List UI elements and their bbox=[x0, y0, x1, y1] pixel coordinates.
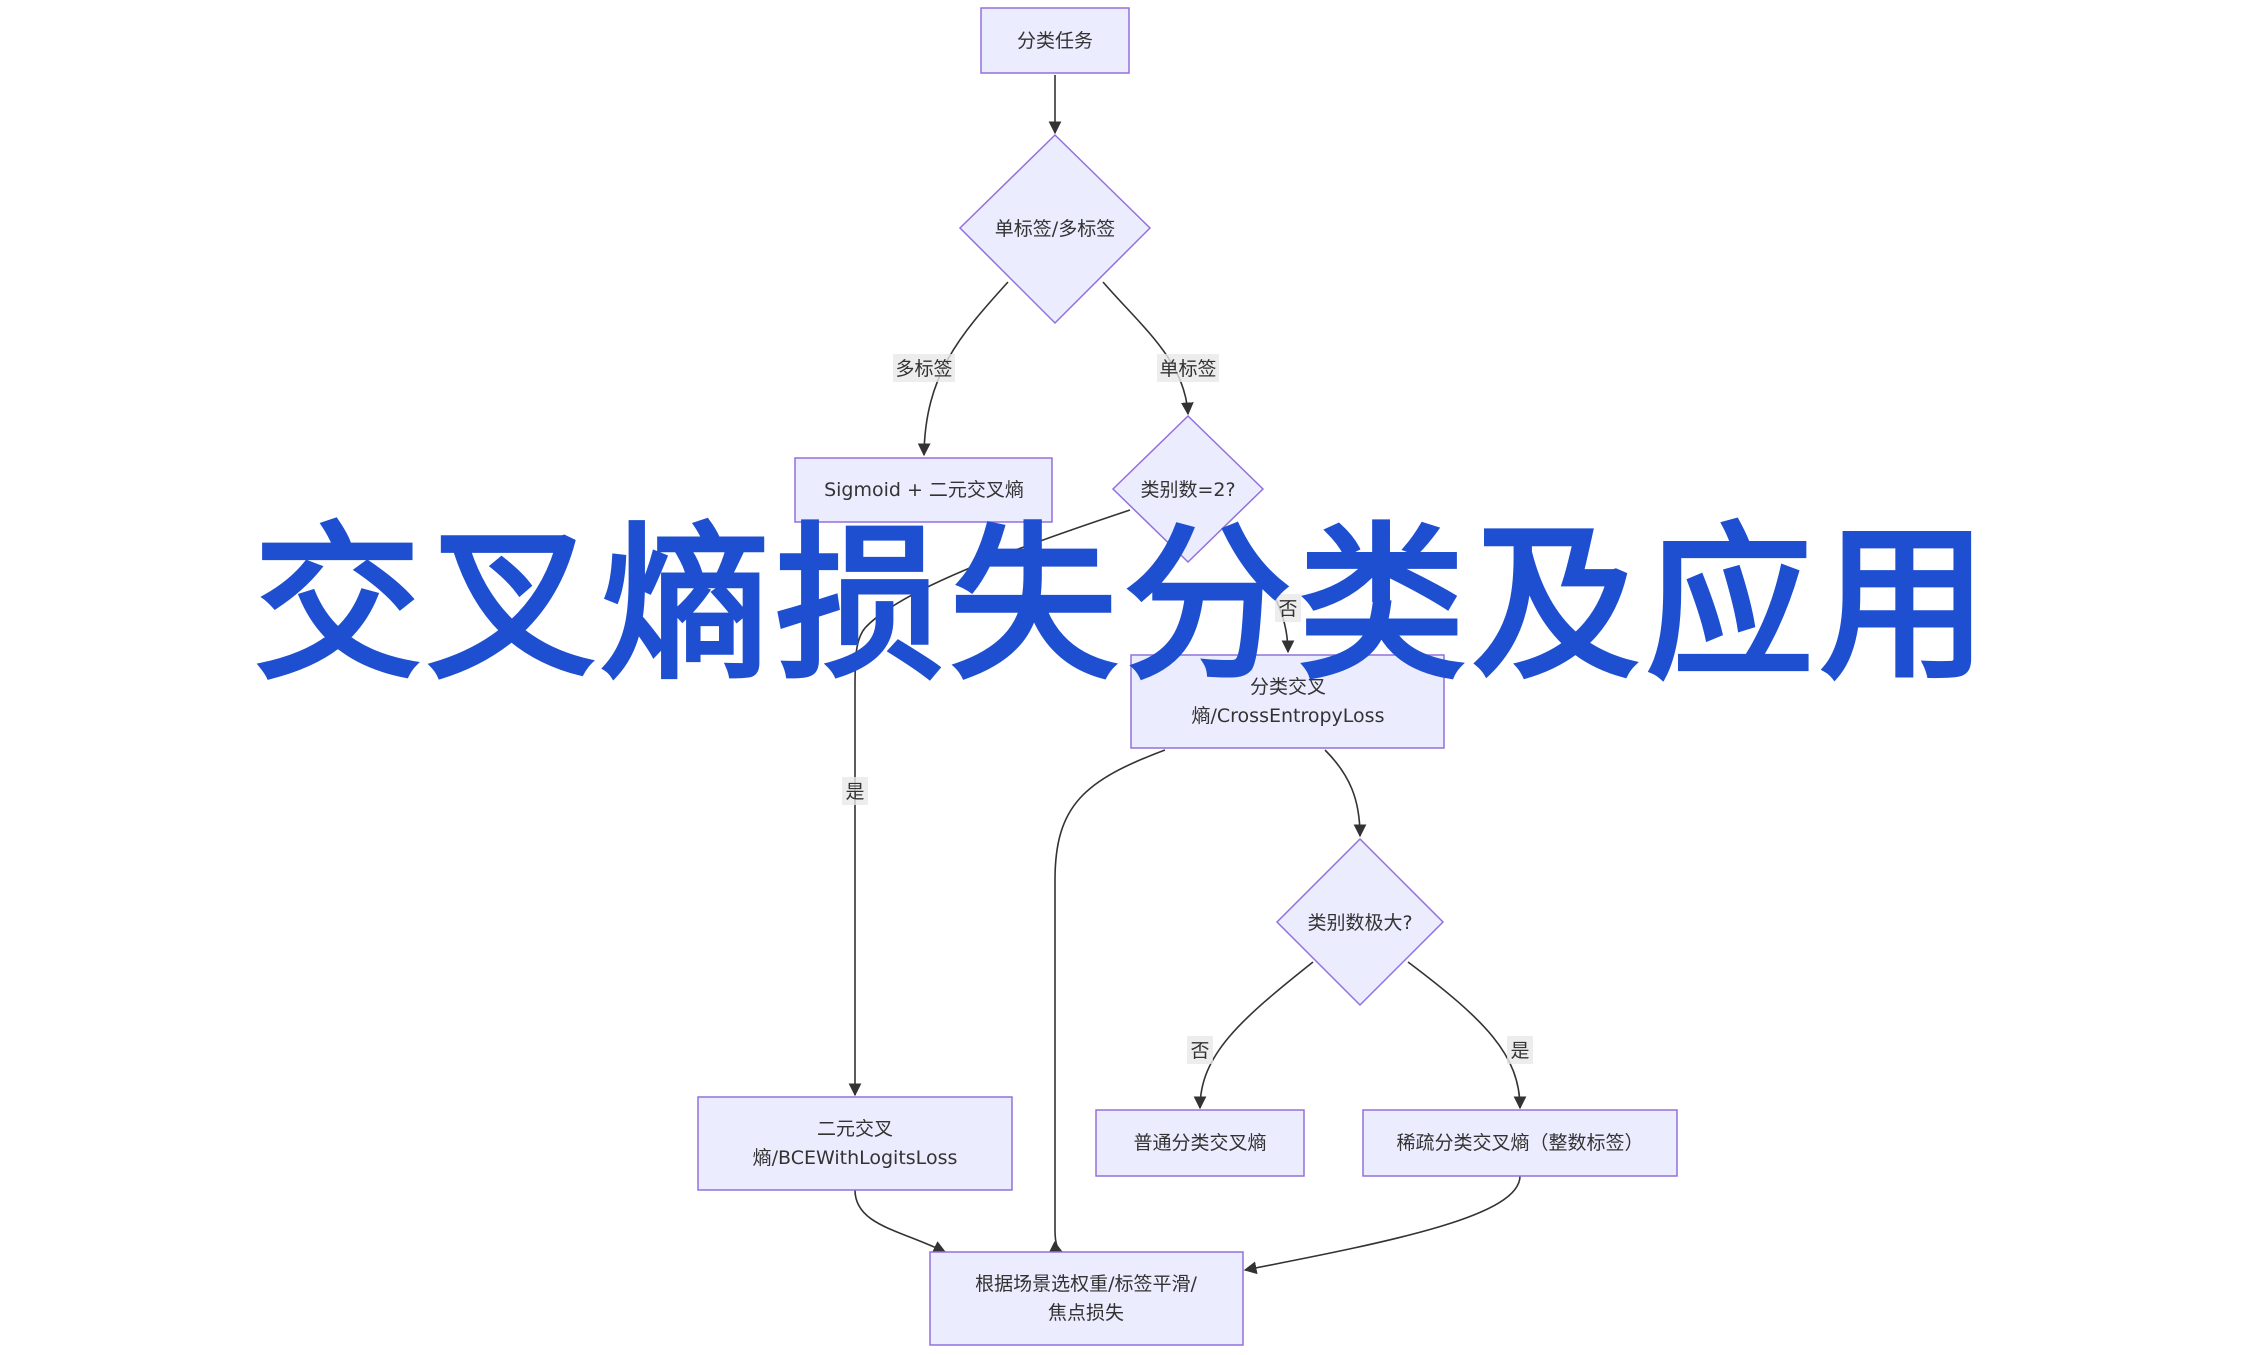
node-task: 分类任务 bbox=[980, 7, 1130, 74]
node-normal-ce-label: 普通分类交叉熵 bbox=[1133, 1132, 1266, 1154]
edge-categoricalce-to-classcountlarge bbox=[1324, 749, 1367, 838]
edge-classcount2-to-categoricalce bbox=[1224, 531, 1295, 654]
node-normal-ce: 普通分类交叉熵 bbox=[1095, 1109, 1305, 1177]
edge-label-single-label: 单标签 bbox=[1159, 358, 1216, 380]
node-categorical-ce-line2: 熵/CrossEntropyLoss bbox=[1192, 705, 1385, 727]
edge-label-multi-label: 多标签 bbox=[895, 358, 952, 380]
edge-labeltype-to-classcount2 bbox=[1102, 281, 1194, 416]
node-final-line2: 焦点损失 bbox=[1048, 1302, 1124, 1324]
node-class-count-2-label: 类别数=2? bbox=[1140, 479, 1235, 501]
node-task-label: 分类任务 bbox=[1017, 30, 1093, 52]
node-sparse-ce-label: 稀疏分类交叉熵（整数标签） bbox=[1396, 1132, 1643, 1154]
edge-label-yes-1: 是 bbox=[845, 781, 864, 803]
node-class-count-large: 类别数极大? bbox=[1275, 837, 1445, 1007]
node-class-count-2: 类别数=2? bbox=[1111, 414, 1265, 564]
node-categorical-ce: 分类交叉 熵/CrossEntropyLoss bbox=[1130, 654, 1445, 749]
node-binary-ce: 二元交叉 熵/BCEWithLogitsLoss bbox=[697, 1096, 1013, 1191]
node-sigmoid-bce-label: Sigmoid + 二元交叉熵 bbox=[824, 479, 1024, 501]
node-categorical-ce-line1: 分类交叉 bbox=[1250, 676, 1326, 698]
node-label-type-label: 单标签/多标签 bbox=[995, 218, 1115, 240]
edge-sparsece-to-final bbox=[1243, 1175, 1521, 1275]
overlay-title: 交叉熵损失分类及应用 bbox=[253, 507, 1994, 703]
edge-labels: 多标签 单标签 否 是 否 是 bbox=[842, 354, 1533, 1064]
edge-classcountlarge-to-sparsece bbox=[1407, 961, 1527, 1110]
edge-label-yes-2: 是 bbox=[1510, 1040, 1529, 1062]
edge-label-no-1: 否 bbox=[1278, 598, 1297, 620]
edge-classcount2-to-binaryce bbox=[848, 509, 1131, 1097]
node-binary-ce-line2: 熵/BCEWithLogitsLoss bbox=[753, 1147, 958, 1169]
node-sparse-ce: 稀疏分类交叉熵（整数标签） bbox=[1362, 1109, 1678, 1177]
edge-categoricalce-to-final bbox=[1048, 749, 1166, 1253]
edge-label-no-2: 否 bbox=[1190, 1040, 1209, 1062]
node-binary-ce-line1: 二元交叉 bbox=[817, 1118, 893, 1140]
node-class-count-large-label: 类别数极大? bbox=[1307, 912, 1412, 934]
node-label-type: 单标签/多标签 bbox=[958, 133, 1152, 325]
node-sigmoid-bce: Sigmoid + 二元交叉熵 bbox=[794, 457, 1053, 523]
node-final: 根据场景选权重/标签平滑/ 焦点损失 bbox=[929, 1251, 1244, 1346]
edge-classcountlarge-to-normalce bbox=[1193, 961, 1314, 1110]
edges bbox=[848, 75, 1527, 1275]
node-final-line1: 根据场景选权重/标签平滑/ bbox=[975, 1273, 1197, 1295]
edge-binaryce-to-final bbox=[854, 1189, 947, 1253]
